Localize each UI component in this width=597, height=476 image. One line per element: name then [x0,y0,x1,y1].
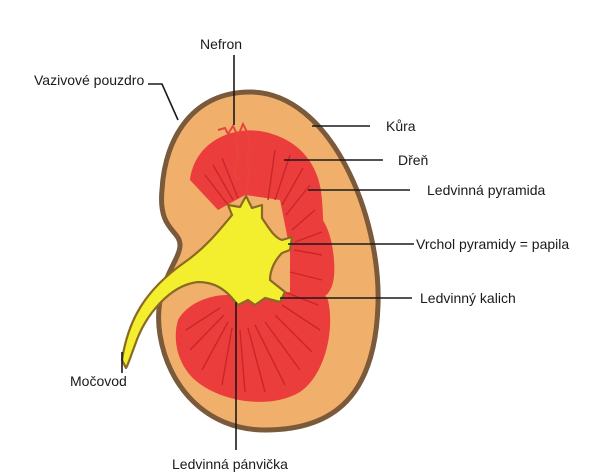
label-vrchol-pyramidy: Vrchol pyramidy = papila [416,236,569,252]
label-ledvinny-kalich: Ledvinný kalich [420,290,516,306]
label-mocovod: Močovod [70,373,127,389]
leader-vazivove-pouzdro [148,84,178,120]
label-ledvinna-pyramida: Ledvinná pyramida [427,182,545,198]
label-kura: Kůra [386,118,416,134]
label-ledvinna-panvicka: Ledvinná pánvička [172,456,288,472]
label-nefron: Nefron [200,36,242,52]
label-vazivove-pouzdro: Vazivové pouzdro [34,72,144,88]
label-dren: Dřeň [398,152,428,168]
